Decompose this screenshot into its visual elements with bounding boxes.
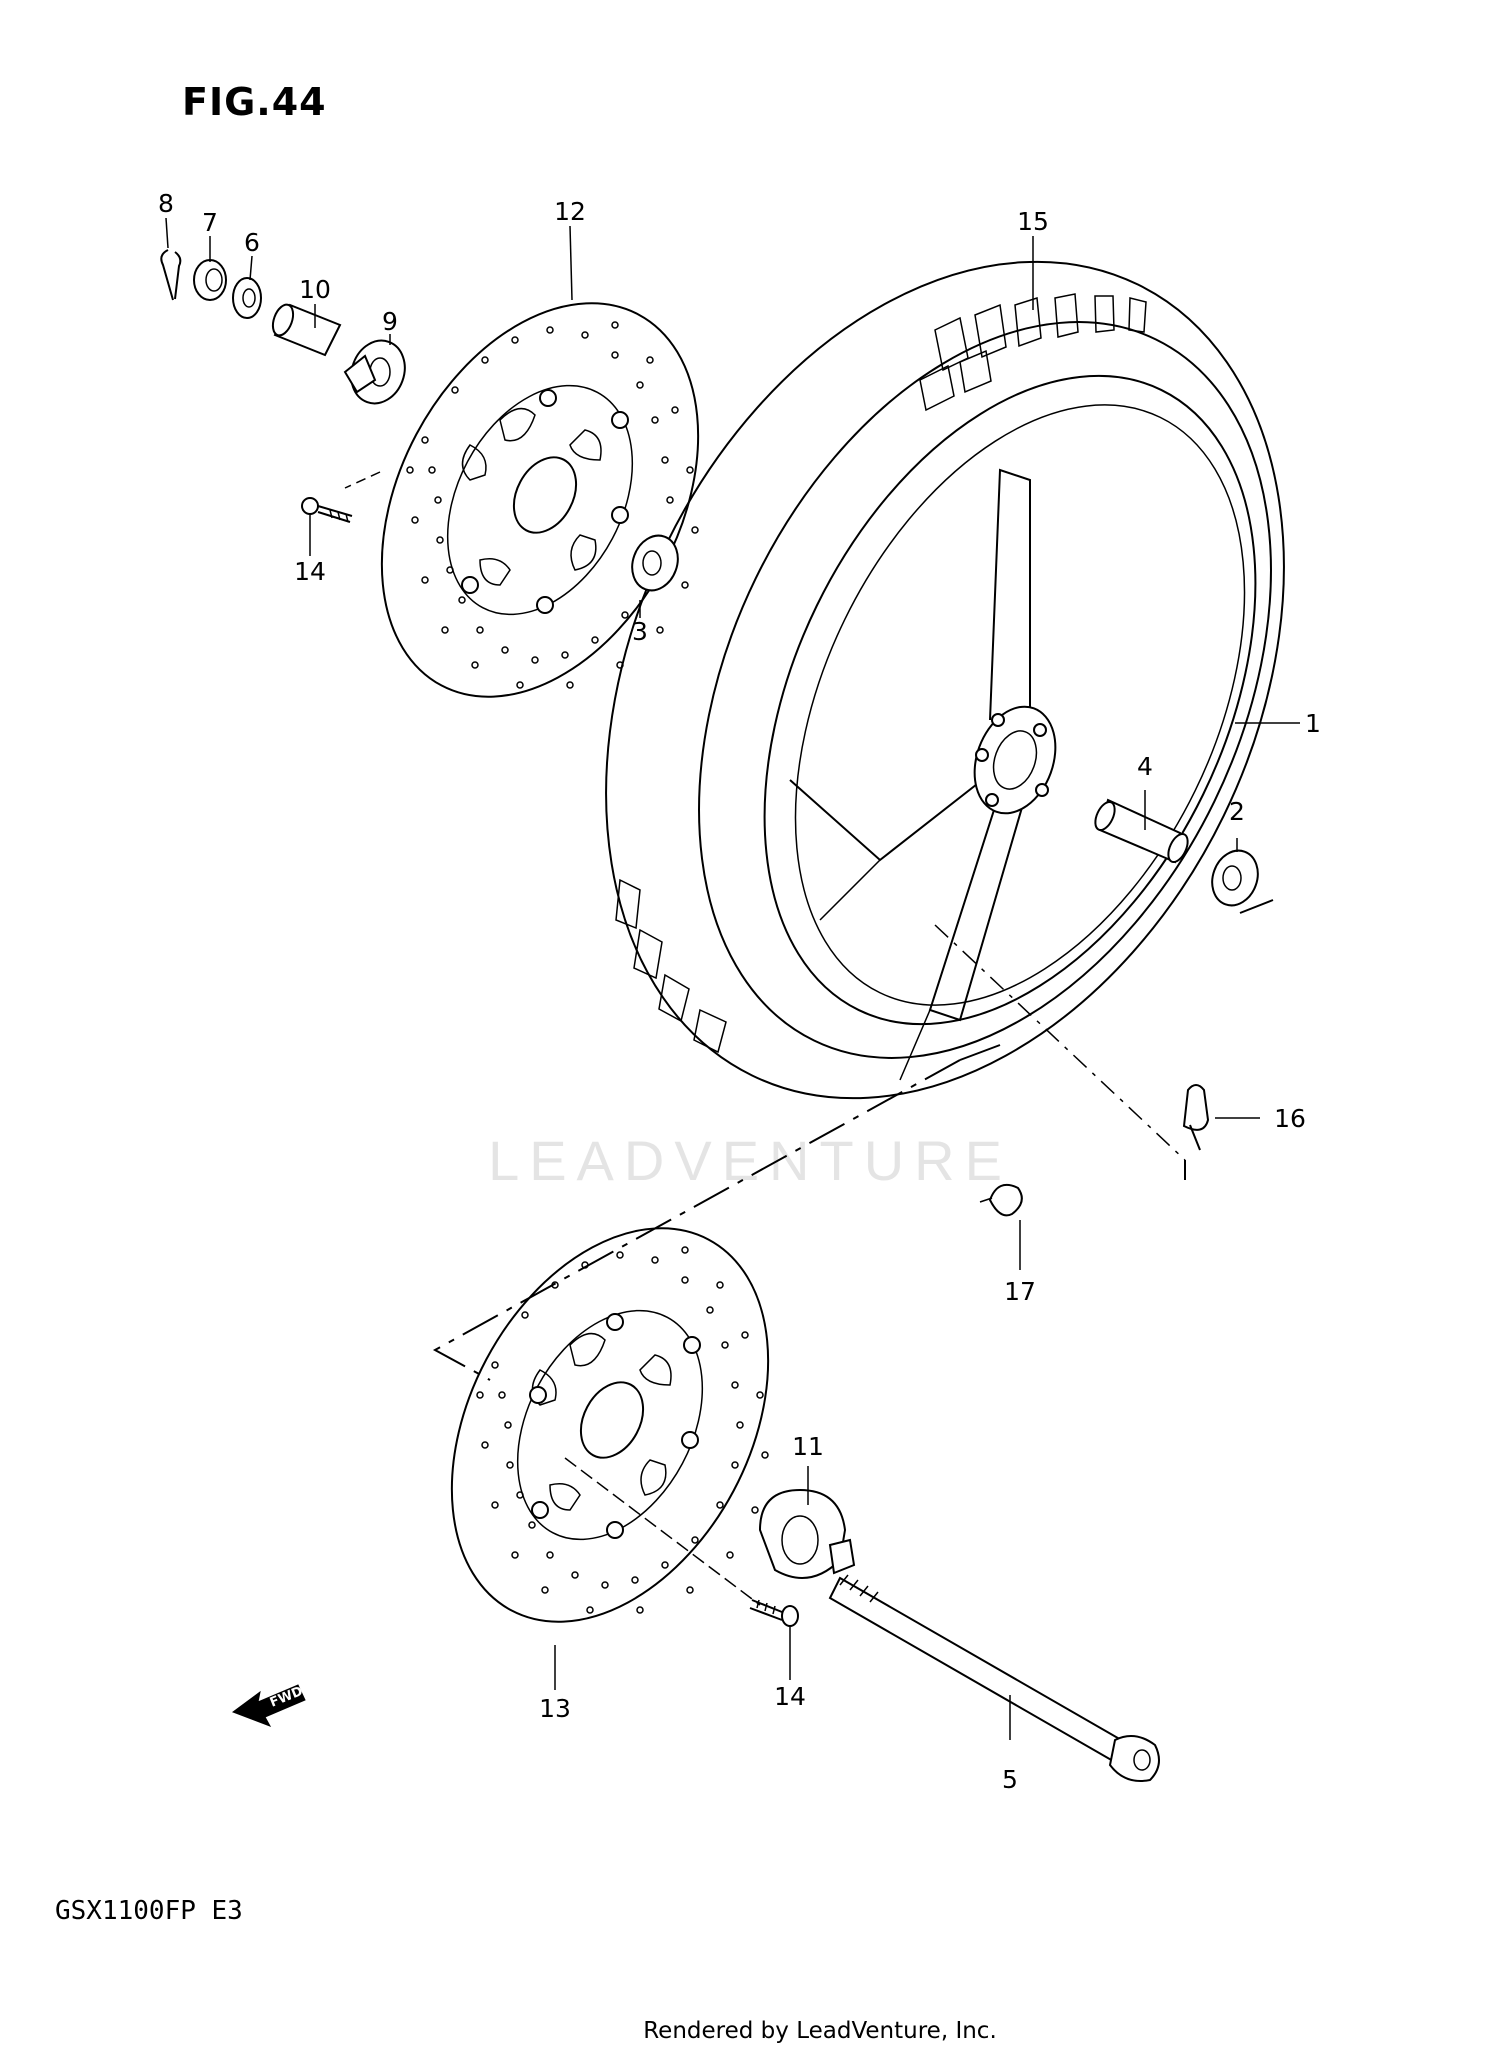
speedometer-gearbox-11 bbox=[758, 1488, 856, 1579]
washer-6 bbox=[232, 277, 262, 319]
disc-outer bbox=[450, 1227, 770, 1623]
figure-title: FIG.44 bbox=[182, 80, 327, 124]
assembly-bracket-line bbox=[432, 1059, 961, 1381]
disc-carrier bbox=[446, 384, 634, 616]
model-code: GSX1100FP E3 bbox=[55, 1896, 243, 1926]
callout-13: 13 bbox=[539, 1694, 571, 1723]
assembly-bracket-upper bbox=[959, 899, 1274, 1061]
callout-14-upper: 14 bbox=[294, 557, 326, 586]
tire-inner-outline bbox=[698, 321, 1272, 1059]
tire-tread-top bbox=[919, 293, 1147, 412]
footer-credit: Rendered by LeadVenture, Inc. bbox=[0, 2018, 1500, 2044]
cotter-pin-8 bbox=[160, 249, 182, 301]
callout-2: 2 bbox=[1229, 797, 1245, 826]
callout-14-lower: 14 bbox=[774, 1682, 806, 1711]
bearing-2 bbox=[1211, 849, 1259, 907]
collar-9 bbox=[343, 339, 406, 405]
leader-lines bbox=[165, 217, 1300, 1740]
wheel-hub bbox=[973, 705, 1057, 815]
spacer-4 bbox=[1094, 798, 1189, 864]
rim-outer bbox=[763, 374, 1257, 1026]
callout-15: 15 bbox=[1017, 207, 1049, 236]
axle-nut-7 bbox=[193, 259, 227, 301]
callout-8: 8 bbox=[158, 189, 174, 218]
tire-tread-bottom bbox=[615, 878, 727, 1054]
callout-numbers: 8 7 6 10 9 12 15 1 2 4 3 14 16 17 11 14 … bbox=[158, 189, 1321, 1794]
disc-drill-holes bbox=[406, 321, 699, 689]
bearing-3 bbox=[631, 534, 679, 592]
disc-center-bore bbox=[579, 1381, 645, 1459]
callout-4: 4 bbox=[1137, 752, 1153, 781]
bolt-14-lower bbox=[749, 1599, 799, 1627]
disc-drill-holes bbox=[476, 1246, 769, 1614]
spacer-10 bbox=[271, 303, 342, 357]
valve-stem-16 bbox=[1182, 1084, 1210, 1151]
bolt-alignment-line bbox=[564, 1457, 761, 1606]
callout-5: 5 bbox=[1002, 1765, 1018, 1794]
callout-17: 17 bbox=[1004, 1277, 1036, 1306]
lower-brake-disc bbox=[450, 1227, 770, 1623]
rim-inner bbox=[794, 404, 1246, 1006]
callout-6: 6 bbox=[244, 228, 260, 257]
watermark: LEADVENTURE bbox=[488, 1129, 1012, 1192]
callout-16: 16 bbox=[1274, 1104, 1306, 1133]
callout-9: 9 bbox=[382, 307, 398, 336]
callout-10: 10 bbox=[299, 275, 331, 304]
callout-12: 12 bbox=[554, 197, 586, 226]
callout-3: 3 bbox=[632, 617, 648, 646]
callout-11: 11 bbox=[792, 1432, 824, 1461]
disc-center-bore bbox=[512, 456, 578, 534]
footer-credit-text: Rendered by LeadVenture, Inc. bbox=[643, 2018, 997, 2044]
callout-1: 1 bbox=[1305, 709, 1321, 738]
bolt-14-upper bbox=[301, 471, 381, 523]
front-axle-5 bbox=[828, 1574, 1160, 1782]
forward-direction-arrow: FWD bbox=[231, 1684, 306, 1727]
valve-cap-17 bbox=[979, 1184, 1023, 1217]
wheel-assembly bbox=[605, 260, 1285, 1100]
callout-7: 7 bbox=[202, 208, 218, 237]
